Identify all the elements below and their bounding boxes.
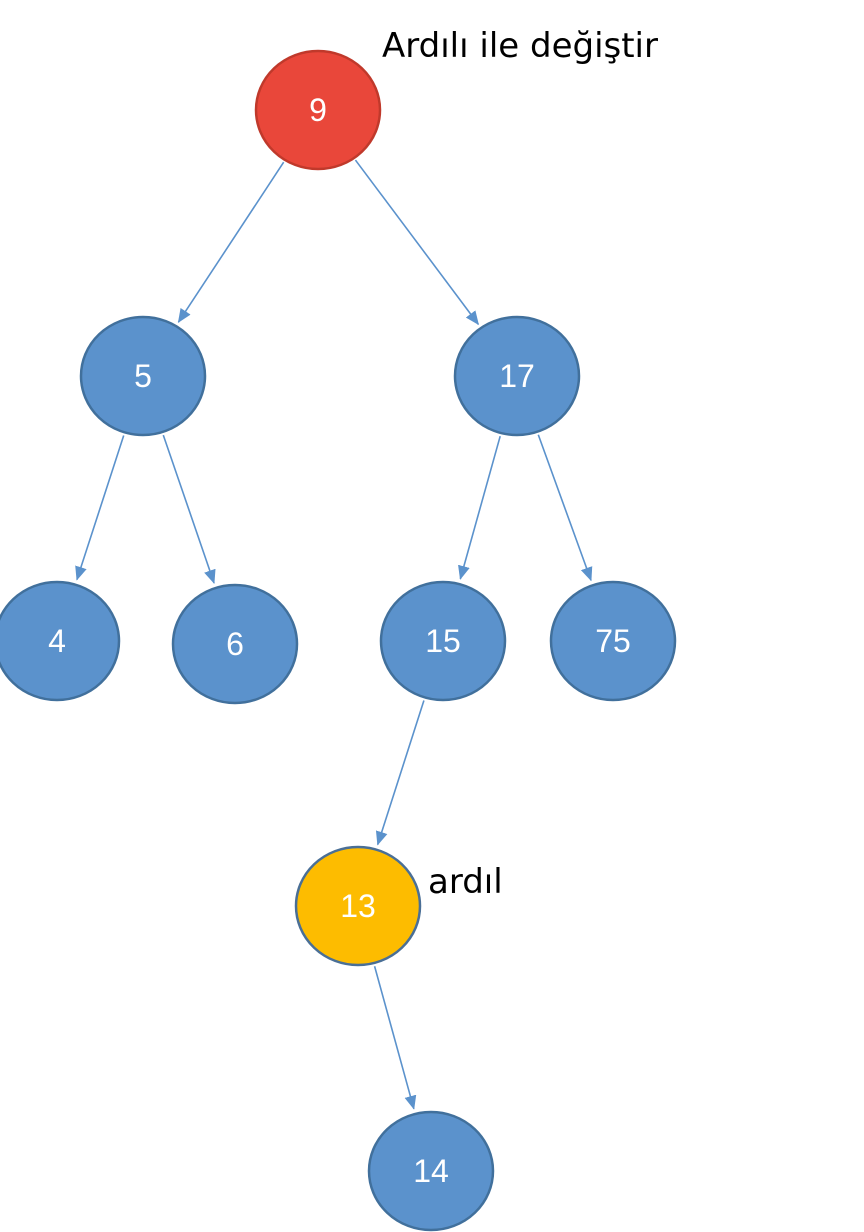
tree-node-13: 13	[294, 845, 422, 967]
edge-n9-n5	[177, 161, 285, 323]
tree-node-75: 75	[549, 580, 677, 702]
tree-node-4: 4	[0, 580, 121, 702]
tree-node-9: 9	[254, 49, 382, 171]
node-label: 75	[595, 623, 631, 659]
diagram-title: Ardılı ile değiştir	[382, 26, 658, 66]
edges	[75, 159, 593, 1110]
node-circle	[171, 583, 299, 705]
nodes: 9 5 17 4 6 15 75 13 14	[0, 49, 677, 1232]
node-circle	[79, 315, 207, 437]
node-circle	[0, 580, 121, 702]
node-label: 9	[309, 92, 327, 128]
node-label: 4	[48, 623, 66, 659]
edge-n17-n75	[537, 434, 593, 582]
successor-label: ardıl	[428, 862, 503, 902]
tree-node-17: 17	[453, 315, 581, 437]
node-circle	[379, 580, 507, 702]
edge-n5-n6	[162, 434, 216, 584]
node-circle	[254, 49, 382, 171]
node-circle	[294, 845, 422, 967]
edge-n9-n17	[354, 159, 480, 326]
node-label: 17	[499, 358, 535, 394]
node-label: 6	[226, 626, 244, 662]
edge-n13-n14	[373, 966, 417, 1110]
node-circle	[453, 315, 581, 437]
node-label: 14	[413, 1153, 449, 1189]
edge-n17-n15	[458, 435, 501, 580]
tree-node-5: 5	[79, 315, 207, 437]
node-label: 15	[425, 623, 461, 659]
node-label: 5	[134, 358, 152, 394]
tree-node-14: 14	[367, 1110, 495, 1232]
edge-n15-n13	[375, 700, 425, 846]
tree-node-6: 6	[171, 583, 299, 705]
node-circle	[549, 580, 677, 702]
tree-node-15: 15	[379, 580, 507, 702]
node-circle	[367, 1110, 495, 1232]
edge-n5-n4	[75, 435, 125, 581]
node-label: 13	[340, 888, 376, 924]
